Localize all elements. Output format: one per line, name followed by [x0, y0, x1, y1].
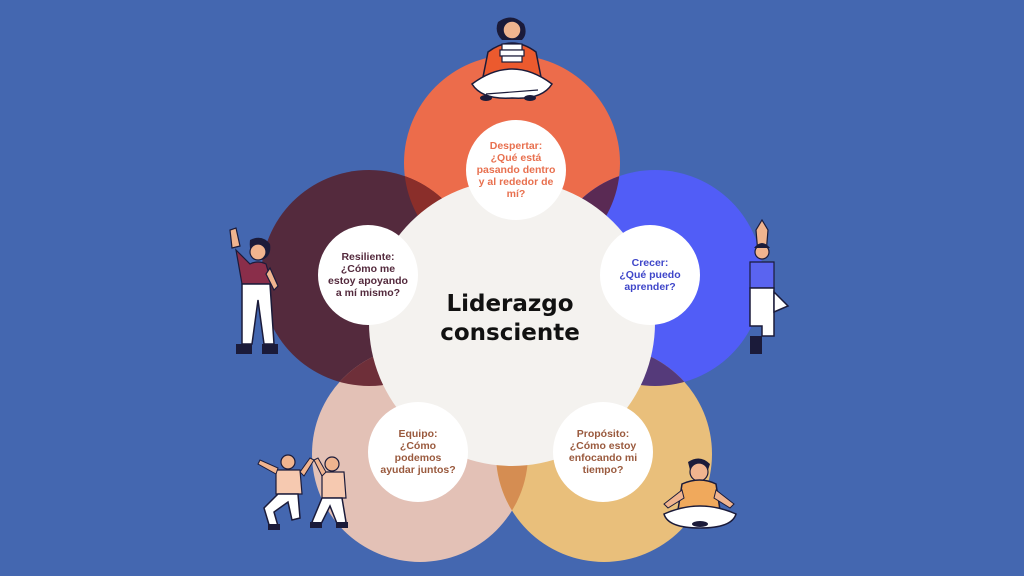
- node-resiliente-title: Resiliente:: [341, 251, 395, 263]
- woman-meditating-with-books-illustration: [470, 17, 554, 101]
- node-proposito-question: ¿Cómo estoy enfocando mi tiempo?: [568, 440, 638, 476]
- center-circle: [369, 180, 655, 466]
- node-crecer-title: Crecer:: [631, 257, 669, 269]
- node-resiliente: Resiliente: ¿Cómo me estoy apoyando a mí…: [318, 225, 418, 325]
- woman-yoga-tree-pose-illustration: [749, 218, 790, 354]
- node-crecer: Crecer: ¿Qué puedo aprender?: [600, 225, 700, 325]
- node-equipo-question: ¿Cómo podemos ayudar juntos?: [380, 440, 456, 476]
- woman-waving-illustration: [229, 227, 279, 354]
- node-despertar: Despertar: ¿Qué está pasando dentro y al…: [466, 120, 566, 220]
- center-title: Liderazgo consciente: [400, 290, 620, 348]
- node-despertar-question: ¿Qué está pasando dentro y al rededor de…: [476, 152, 556, 200]
- node-proposito-title: Propósito:: [576, 428, 630, 440]
- center-title-line2: consciente: [440, 320, 580, 346]
- node-equipo-title: Equipo:: [398, 428, 438, 440]
- center-title-line1: Liderazgo: [446, 291, 574, 317]
- node-crecer-question: ¿Qué puedo aprender?: [619, 269, 681, 293]
- node-proposito: Propósito: ¿Cómo estoy enfocando mi tiem…: [553, 402, 653, 502]
- node-resiliente-question: ¿Cómo me estoy apoyando a mí mismo?: [328, 263, 408, 299]
- people-jumping-high-five-illustration: [257, 454, 348, 530]
- node-despertar-title: Despertar:: [489, 140, 543, 152]
- node-equipo: Equipo: ¿Cómo podemos ayudar juntos?: [368, 402, 468, 502]
- man-meditating-illustration: [663, 458, 737, 529]
